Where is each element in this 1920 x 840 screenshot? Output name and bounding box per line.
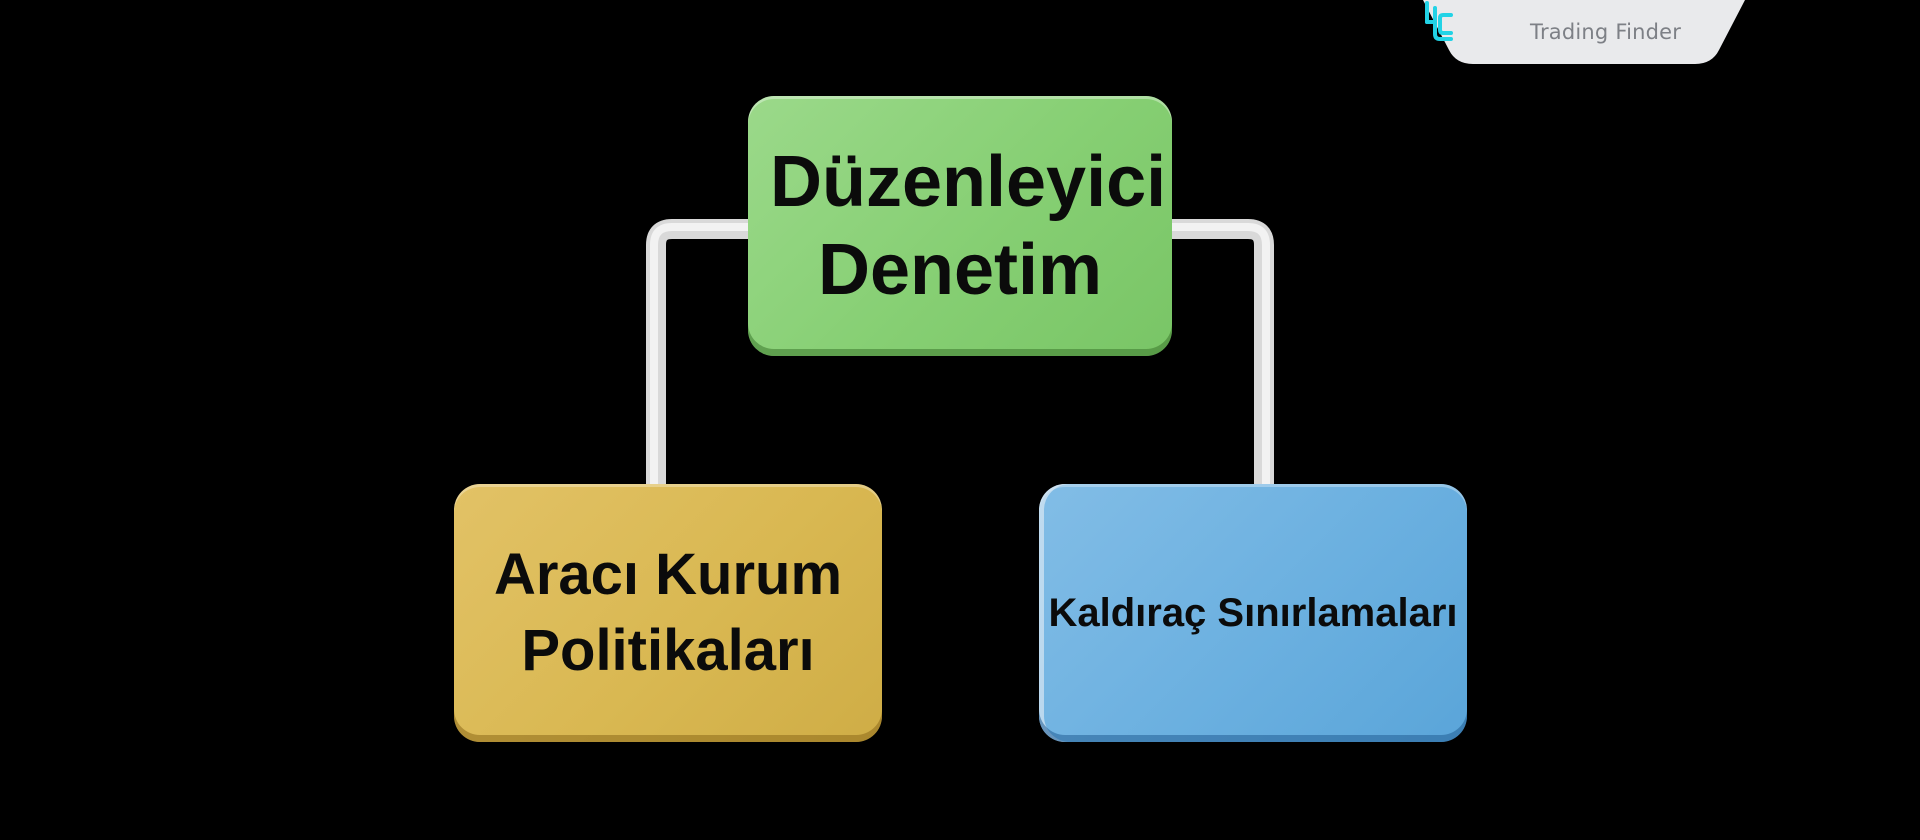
tradingfinder-logo-icon [1425,1,1453,41]
child-node-label: Kaldıraç Sınırlamaları [1048,591,1458,635]
connector-left [646,219,752,488]
root-node-label: Düzenleyici Denetim [770,142,1167,310]
child-node-broker-policies: Aracı Kurum Politikaları [454,484,882,742]
root-node: Düzenleyici Denetim [748,96,1172,356]
brand-tab: Trading Finder [1423,0,1745,64]
child-node-label: Aracı Kurum Politikaları [493,542,843,683]
connector-right [1168,219,1274,488]
brand-tab-shape [1423,0,1745,64]
brand-name: Trading Finder [1530,20,1682,44]
child-node-leverage-limits: Kaldıraç Sınırlamaları [1039,484,1467,742]
